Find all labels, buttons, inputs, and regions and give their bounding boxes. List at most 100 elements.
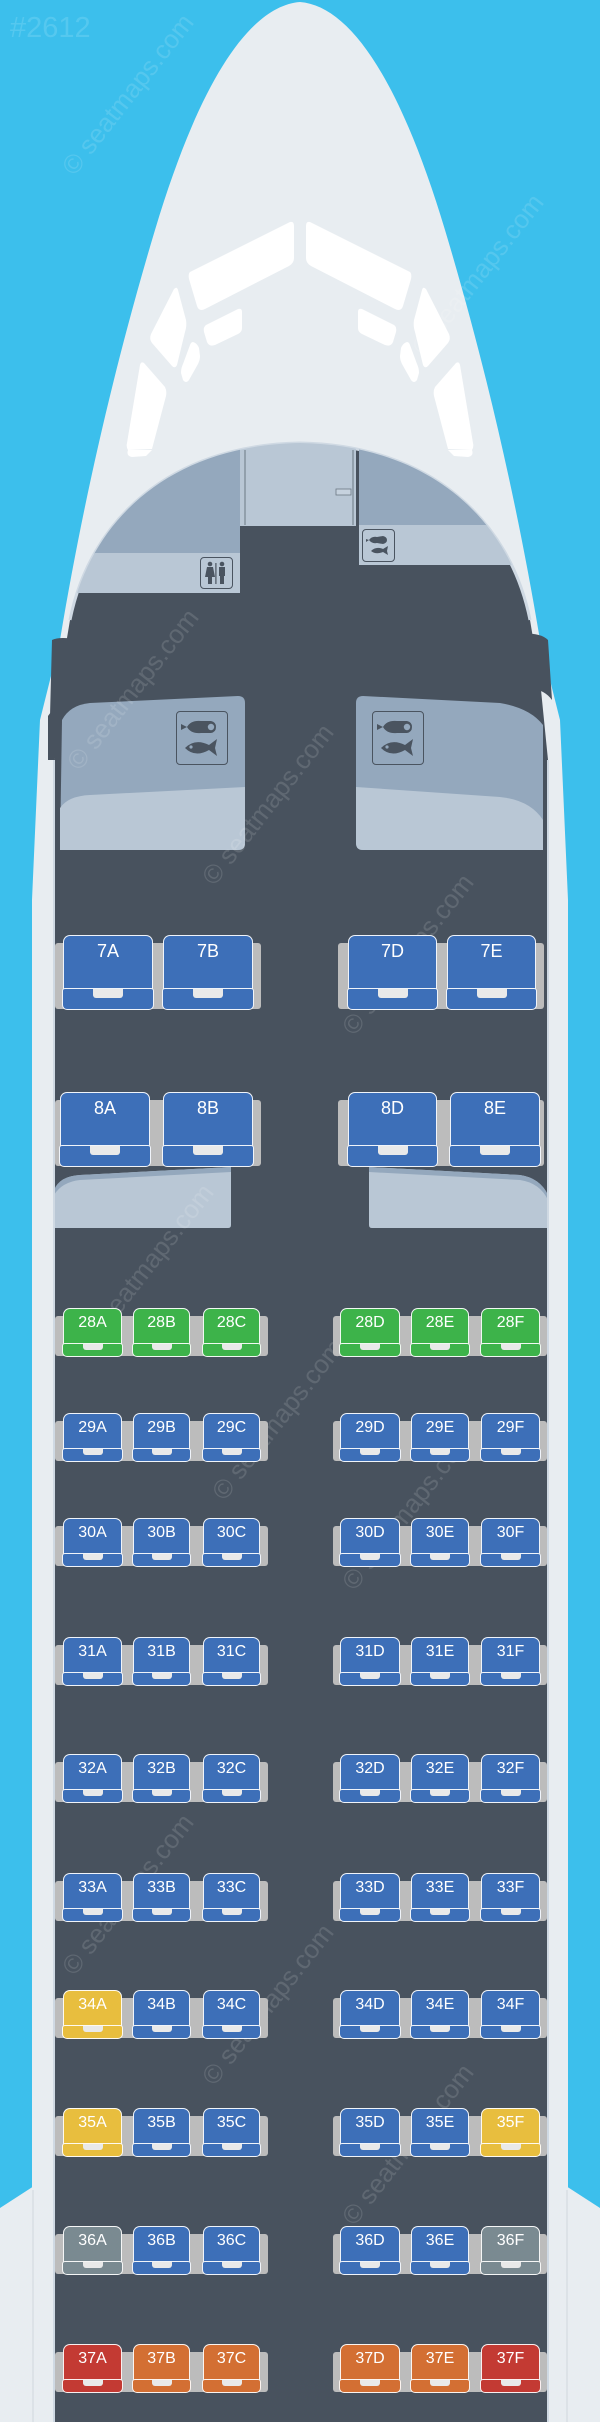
seat-33e[interactable]: 33E [410,1873,470,1922]
seat-32d[interactable]: 32D [339,1754,401,1803]
seat-30e[interactable]: 30E [410,1518,470,1567]
lavatory-icon [200,557,233,589]
seat-37d[interactable]: 37D [339,2344,401,2393]
seat-30a[interactable]: 30A [62,1518,123,1567]
seat-31f[interactable]: 31F [480,1637,541,1686]
seat-32b[interactable]: 32B [132,1754,191,1803]
seat-label: 33D [355,1879,385,1896]
seat-33b[interactable]: 33B [132,1873,191,1922]
seat-28a[interactable]: 28A [62,1308,123,1357]
seat-cushion [62,2143,123,2157]
seat-tab [360,2026,380,2032]
seat-tab [151,1673,172,1679]
seat-back [203,1413,260,1452]
seat-tab [500,1554,521,1560]
seat-29b[interactable]: 29B [132,1413,191,1462]
seat-label: 34F [496,1996,525,2013]
seat-label: 36A [78,2232,107,2249]
seat-37e[interactable]: 37E [410,2344,470,2393]
seat-tab [360,2380,380,2386]
seat-back [411,1413,469,1452]
seat-33a[interactable]: 33A [62,1873,123,1922]
seat-31e[interactable]: 31E [410,1637,470,1686]
seat-36d[interactable]: 36D [339,2226,401,2275]
seat-34e[interactable]: 34E [410,1990,470,2039]
seat-back [203,2344,260,2383]
seat-36c[interactable]: 36C [202,2226,261,2275]
seat-37f[interactable]: 37F [480,2344,541,2393]
seat-label: 36B [147,2232,176,2249]
seat-8b[interactable]: 8B [162,1092,254,1167]
seat-back [481,1637,540,1676]
seat-8e[interactable]: 8E [449,1092,541,1167]
seat-35f[interactable]: 35F [480,2108,541,2157]
seat-34d[interactable]: 34D [339,1990,401,2039]
seat-label: 34B [147,1996,176,2013]
seat-37a[interactable]: 37A [62,2344,123,2393]
seat-30b[interactable]: 30B [132,1518,191,1567]
seat-8d[interactable]: 8D [347,1092,438,1167]
seat-tab [221,1449,242,1455]
seat-34a[interactable]: 34A [62,1990,123,2039]
seat-31c[interactable]: 31C [202,1637,261,1686]
seat-7b[interactable]: 7B [162,935,254,1010]
left-bulkhead [54,1167,231,1228]
seat-36a[interactable]: 36A [62,2226,123,2275]
seat-cushion [480,2379,541,2393]
seat-36f[interactable]: 36F [480,2226,541,2275]
seat-cushion [132,1448,191,1462]
seat-back [63,1413,122,1452]
seat-back [340,1754,400,1793]
seat-28c[interactable]: 28C [202,1308,261,1357]
seat-32e[interactable]: 32E [410,1754,470,1803]
seat-7a[interactable]: 7A [62,935,154,1010]
seat-7e[interactable]: 7E [446,935,537,1010]
seat-label: 7E [480,941,503,961]
seat-34b[interactable]: 34B [132,1990,191,2039]
seat-34f[interactable]: 34F [480,1990,541,2039]
seat-label: 33C [216,1879,247,1896]
seat-28d[interactable]: 28D [339,1308,401,1357]
seat-33c[interactable]: 33C [202,1873,261,1922]
seat-35b[interactable]: 35B [132,2108,191,2157]
seat-33d[interactable]: 33D [339,1873,401,1922]
seat-cushion [132,1343,191,1357]
seat-28f[interactable]: 28F [480,1308,541,1357]
seat-31a[interactable]: 31A [62,1637,123,1686]
seat-34c[interactable]: 34C [202,1990,261,2039]
seat-33f[interactable]: 33F [480,1873,541,1922]
seat-29e[interactable]: 29E [410,1413,470,1462]
seat-31d[interactable]: 31D [339,1637,401,1686]
seat-31b[interactable]: 31B [132,1637,191,1686]
seat-30c[interactable]: 30C [202,1518,261,1567]
seat-30d[interactable]: 30D [339,1518,401,1567]
seat-32f[interactable]: 32F [480,1754,541,1803]
seat-37c[interactable]: 37C [202,2344,261,2393]
seat-back [63,1518,122,1557]
seat-29f[interactable]: 29F [480,1413,541,1462]
seat-35d[interactable]: 35D [339,2108,401,2157]
seat-32c[interactable]: 32C [202,1754,261,1803]
left-wing [0,2186,34,2422]
seat-label: 30B [147,1524,176,1541]
seat-30f[interactable]: 30F [480,1518,541,1567]
seat-35e[interactable]: 35E [410,2108,470,2157]
right-wing [566,2186,600,2422]
seat-35c[interactable]: 35C [202,2108,261,2157]
seat-back [481,1754,540,1793]
seat-35a[interactable]: 35A [62,2108,123,2157]
seat-8a[interactable]: 8A [59,1092,151,1167]
seat-label: 30A [78,1524,107,1541]
seat-37b[interactable]: 37B [132,2344,191,2393]
seat-36b[interactable]: 36B [132,2226,191,2275]
seat-7d[interactable]: 7D [347,935,438,1010]
seat-36e[interactable]: 36E [410,2226,470,2275]
seat-32a[interactable]: 32A [62,1754,123,1803]
seat-28e[interactable]: 28E [410,1308,470,1357]
seat-28b[interactable]: 28B [132,1308,191,1357]
seat-29c[interactable]: 29C [202,1413,261,1462]
seat-cushion [202,2143,261,2157]
seat-29d[interactable]: 29D [339,1413,401,1462]
seat-29a[interactable]: 29A [62,1413,123,1462]
